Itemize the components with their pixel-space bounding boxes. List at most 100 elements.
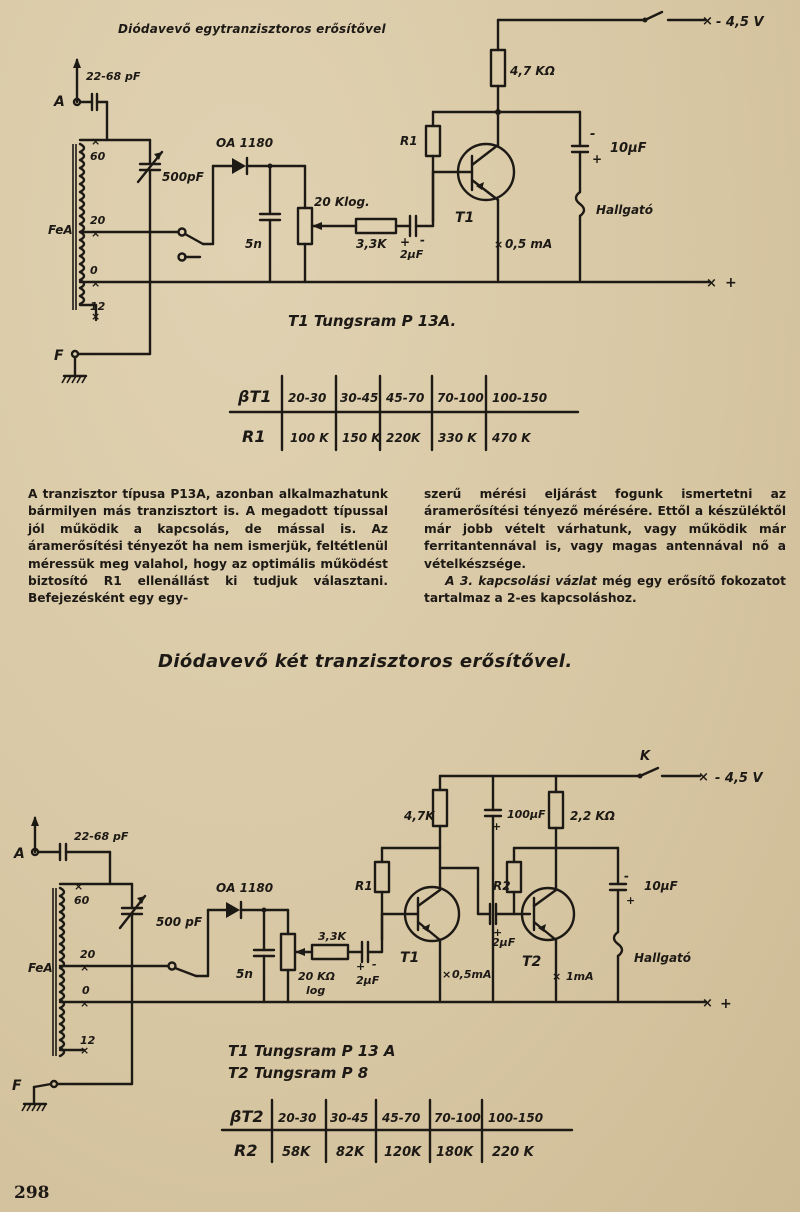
fig2-beta-label: βT2 <box>229 1107 264 1126</box>
schematic-label: + <box>626 894 635 907</box>
schematic-label: 220K <box>386 431 422 445</box>
fig1-plus: + <box>725 275 737 291</box>
figure1-schematic: × - 4,5 V 4,7 KΩ R1 T1 × 0,5 mA - + 10μF… <box>48 10 764 452</box>
fig1-r1: R1 <box>400 134 418 148</box>
fig1-ground: F <box>54 348 64 364</box>
schematic-label: - <box>420 233 425 247</box>
text-column-1: A tranzisztor típusa P13A, azonban alkal… <box>28 486 388 608</box>
schematic-label: 30-45 <box>340 391 378 405</box>
figure-ref: A 3. kapcsolási vázlat <box>445 574 597 589</box>
schematic-label: × <box>74 880 83 893</box>
schematic-label: × <box>702 996 713 1011</box>
fig2-antenna: A <box>13 846 25 862</box>
schematic-label: × <box>494 238 503 251</box>
fig1-res33: 3,3K <box>356 237 388 251</box>
fig2-res22: 2,2 KΩ <box>570 809 615 823</box>
fig2-switch: K <box>640 749 651 764</box>
schematic-label: + <box>400 235 410 249</box>
schematic-label: 12 <box>90 300 106 313</box>
fig1-capant: 22-68 pF <box>86 70 141 83</box>
fig2-res33: 3,3K <box>318 930 347 943</box>
schematic-label: × <box>702 14 713 29</box>
schematic-label: 100-150 <box>488 1111 543 1125</box>
fig1-res47: 4,7 KΩ <box>509 64 555 78</box>
schematic-label: + <box>356 960 365 973</box>
fig2-t2: T2 <box>522 954 541 970</box>
fig1-supply: - 4,5 V <box>716 15 764 30</box>
schematic-label: × <box>91 277 100 290</box>
schematic-label: 45-70 <box>385 391 424 405</box>
schematic-label: × <box>80 997 89 1010</box>
fig1-beta-label: βT1 <box>237 387 272 406</box>
fig1-cap5n: 5n <box>245 237 262 251</box>
schematic-label: 100-150 <box>492 391 547 405</box>
schematic-label: 12 <box>80 1034 96 1047</box>
schematic-label: 20-30 <box>288 391 326 405</box>
schematic-label: × <box>80 1044 89 1057</box>
fig1-note: T1 Tungsram P 13A. <box>288 312 456 330</box>
fig2-cap5n: 5n <box>236 967 253 981</box>
schematic-label: 60 <box>90 150 106 163</box>
fig2-capant: 22-68 pF <box>74 830 129 843</box>
fig2-r1: R1 <box>355 879 373 893</box>
text-column-2: szerű mérési eljárást fogunk ismertetni … <box>424 486 786 608</box>
fig2-pot: 20 KΩ <box>298 970 335 983</box>
schematic-label: × <box>706 276 717 291</box>
fig1-varcap: 500pF <box>162 170 205 184</box>
fig2-current2: 1mA <box>566 970 594 983</box>
fig2-diode: OA 1180 <box>216 881 273 895</box>
fig2-cap2b: 2μF <box>492 936 516 949</box>
fig1-pot: 20 Klog. <box>314 195 370 209</box>
figure2-schematic: K × - 4,5 V 4,7K 100μF + 2,2 KΩ R1 T1 × … <box>12 749 763 1164</box>
schematic-label: + <box>493 926 502 939</box>
fig2-varcap: 500 pF <box>156 915 203 929</box>
fig2-r-label: R2 <box>234 1141 257 1160</box>
schematic-label: 20 <box>90 214 106 227</box>
schematic-label: 180K <box>436 1145 474 1160</box>
schematic-label: 150 K <box>342 431 382 445</box>
schematic-label: + <box>592 152 602 166</box>
paragraph-col1: A tranzisztor típusa P13A, azonban alkal… <box>28 487 388 606</box>
schematic-label: × <box>91 227 100 240</box>
fig2-cap100: 100μF <box>507 808 546 821</box>
fig1-r-label: R1 <box>242 427 265 446</box>
schematic-label: - <box>590 127 595 142</box>
schematic-label: 58K <box>282 1145 311 1160</box>
paragraph-col2b: még egy erősítő fokozatot tartalmaz a 2-… <box>424 574 787 606</box>
schematic-label: 220 K <box>492 1145 535 1160</box>
fig1-diode: OA 1180 <box>216 136 273 150</box>
fig2-headphone: Hallgató <box>634 951 691 965</box>
fig2-note1: T1 Tungsram P 13 A <box>228 1042 396 1060</box>
fig1-cap10: 10μF <box>610 141 647 156</box>
fig2-plus: + <box>720 996 732 1012</box>
figure2-title: Diódavevő két tranzisztoros erősítővel. <box>158 651 573 672</box>
schematic-label: 0 <box>82 984 90 997</box>
schematic-label: 20-30 <box>278 1111 316 1125</box>
fig2-ground: F <box>12 1078 22 1094</box>
schematic-label: 100 K <box>290 431 330 445</box>
fig1-cap2: 2μF <box>400 248 424 261</box>
schematic-label: × <box>442 968 451 981</box>
schematic-label: 20 <box>80 948 96 961</box>
fig2-note2: T2 Tungsram P 8 <box>228 1064 368 1082</box>
fig2-ferrite: FeA <box>28 961 53 975</box>
schematic-label: 330 K <box>438 431 478 445</box>
schematic-label: × <box>80 961 89 974</box>
fig1-t1: T1 <box>455 210 474 226</box>
schematic-label: 470 K <box>491 431 532 445</box>
fig1-antenna: A <box>53 94 65 110</box>
schematic-label: × <box>91 135 100 148</box>
figure1-title: Diódavevő egytranzisztoros erősítővel <box>118 22 386 36</box>
fig1-ferrite: FeA <box>48 223 73 237</box>
schematic-label: 120K <box>384 1145 422 1160</box>
schematic-label: 30-45 <box>330 1111 368 1125</box>
schematic-label: 70-100 <box>434 1111 481 1125</box>
fig2-r2: R2 <box>493 879 511 893</box>
fig1-headphone: Hallgató <box>596 203 653 217</box>
fig1-current: 0,5 mA <box>505 237 552 251</box>
fig2-potlog: log <box>306 984 325 997</box>
fig2-current1: 0,5mA <box>452 968 491 981</box>
schematic-label: 82K <box>336 1145 365 1160</box>
fig2-cap10: 10μF <box>644 879 679 893</box>
